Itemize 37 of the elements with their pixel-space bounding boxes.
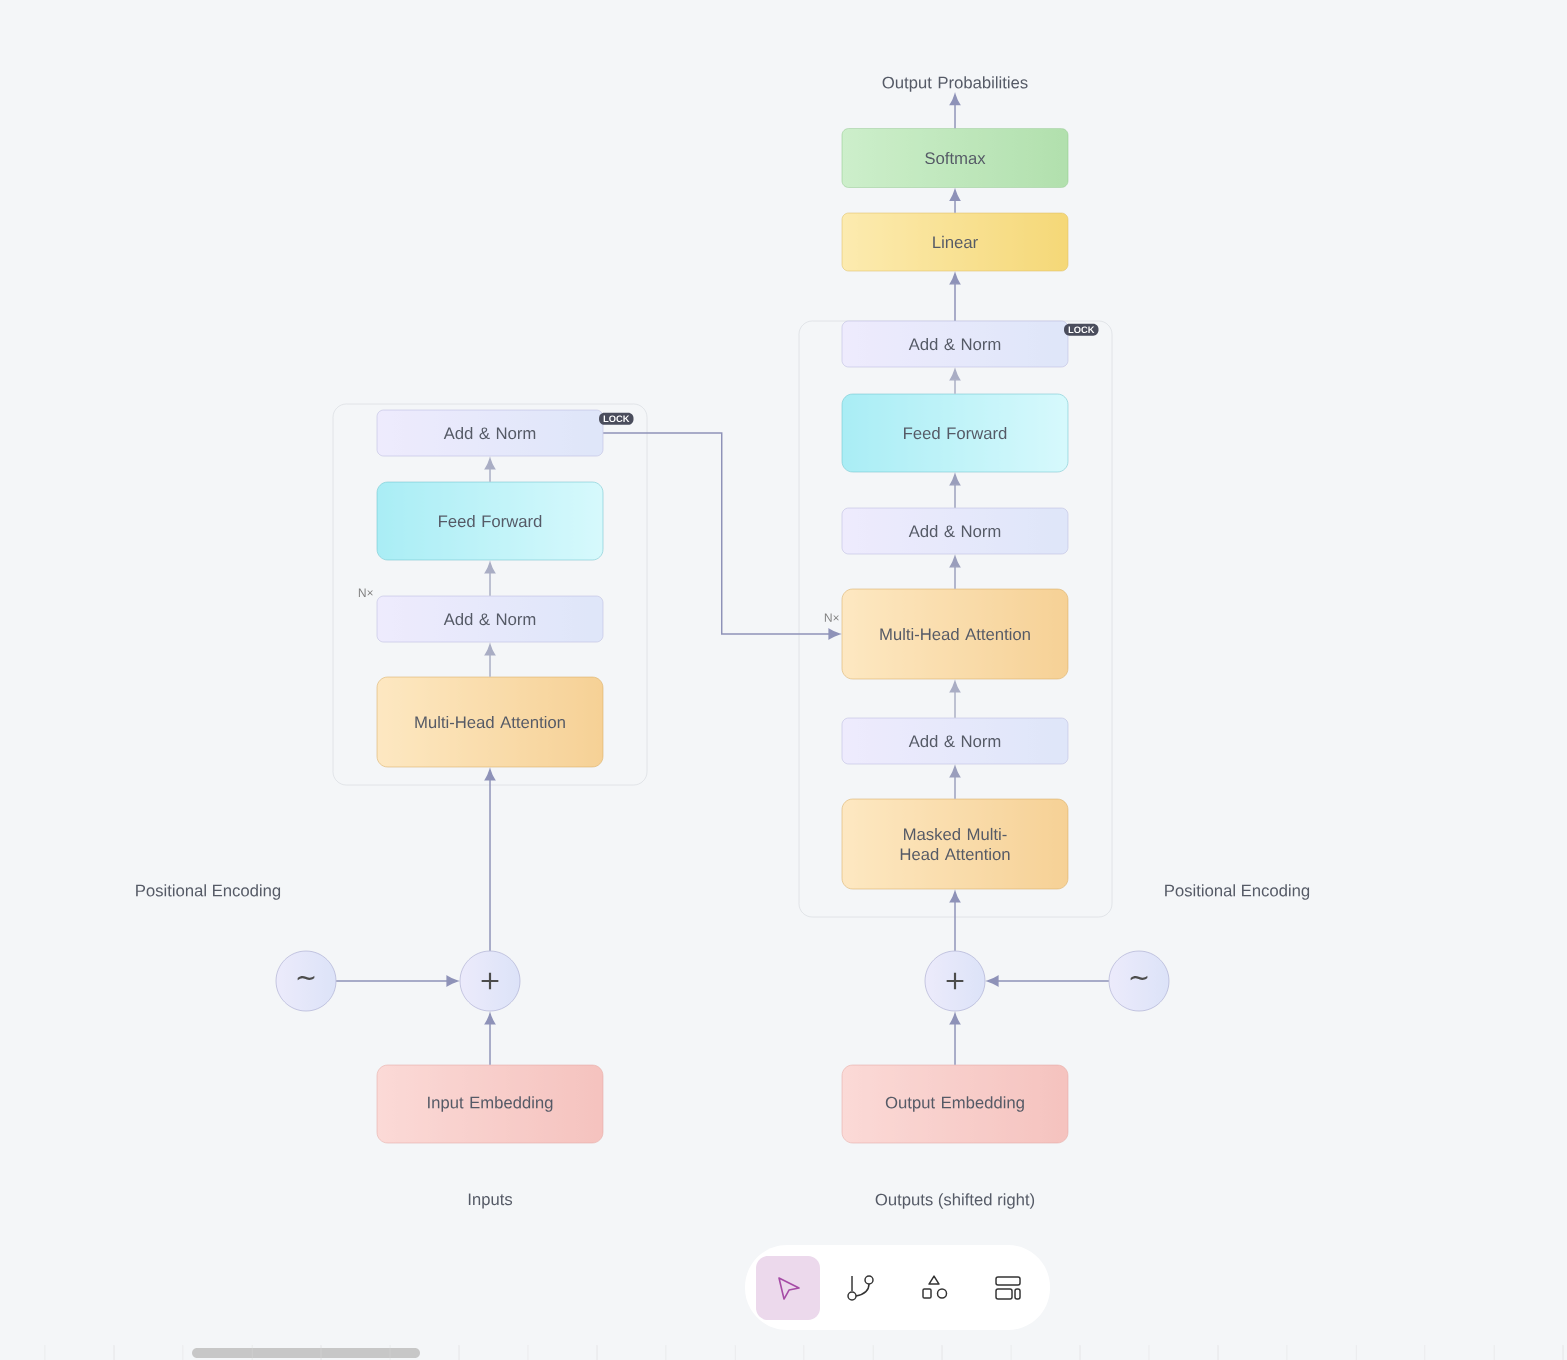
arrow [949, 891, 961, 952]
arrow [949, 93, 961, 129]
arrow [949, 766, 961, 800]
caption-text: Positional Encoding [1165, 884, 1310, 900]
arrow [949, 369, 961, 395]
arrow [484, 1013, 496, 1066]
process-box: Masked Multi-Head Attention [841, 798, 1069, 890]
process-box: Softmax [841, 128, 1069, 188]
process-box: Add & Norm [841, 717, 1069, 765]
process-box: Input Embedding [376, 1064, 604, 1144]
arrow [949, 189, 961, 214]
process-box: Output Embedding [841, 1064, 1069, 1144]
process-box: Add & Norm [841, 507, 1069, 555]
process-box: Multi-Head Attention [376, 676, 604, 768]
arrow [949, 474, 961, 509]
process-box: Linear [841, 212, 1069, 272]
arrow [602, 432, 840, 640]
arrow [949, 556, 961, 590]
process-box: Add & Norm [376, 409, 604, 457]
caption-text: Inputs [468, 1193, 513, 1209]
arrow [484, 644, 496, 678]
output-label: Output Probabilities [882, 76, 1028, 92]
caption-text: Positional Encoding [136, 884, 281, 900]
caption-text: Outputs (shifted right) [875, 1193, 1035, 1209]
arrow [484, 458, 496, 483]
arrow [987, 975, 1110, 987]
arrow [484, 562, 496, 597]
process-box: Feed Forward [841, 393, 1069, 473]
arrow [949, 1013, 961, 1066]
process-box: Multi-Head Attention [841, 588, 1069, 680]
process-box: Add & Norm [841, 320, 1069, 368]
process-box: Add & Norm [376, 595, 604, 643]
arrow [484, 769, 496, 952]
arrow [949, 681, 961, 719]
arrow [949, 273, 961, 322]
arrow [335, 975, 458, 987]
process-box: Feed Forward [376, 481, 604, 561]
